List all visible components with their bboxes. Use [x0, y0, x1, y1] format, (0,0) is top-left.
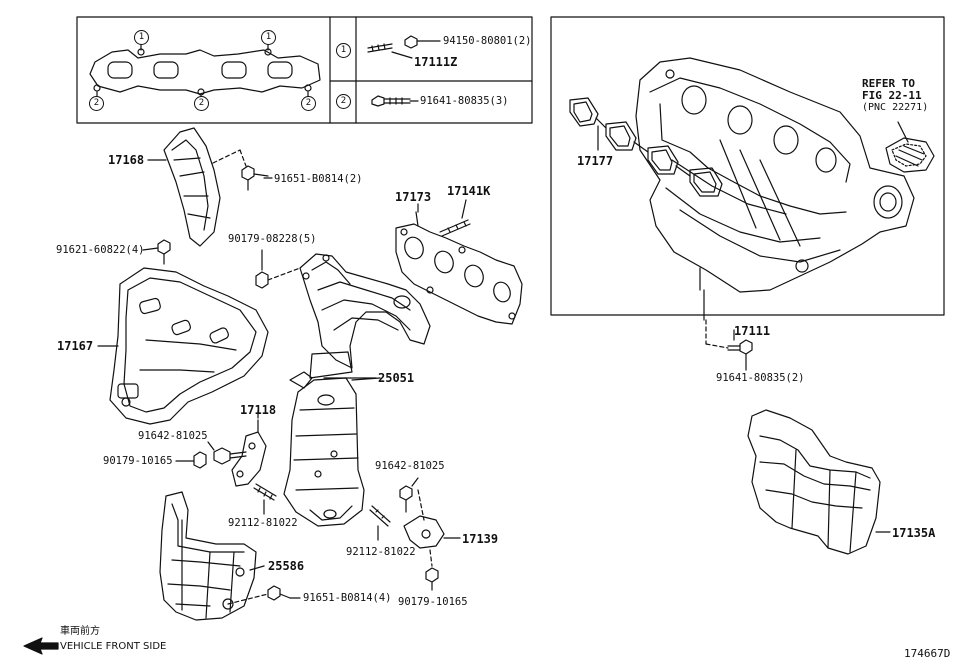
- leader-lines: [142, 125, 705, 567]
- heat-insulator-17167: [97, 267, 269, 425]
- exhaust-manifold-25051: [283, 253, 431, 527]
- label-91621-60822-4: 91621-60822(4): [56, 244, 145, 256]
- label-17141k: 17141K: [447, 184, 491, 198]
- legend-bolt-icons: [367, 35, 441, 107]
- stud-92112-81022-left: [253, 483, 277, 515]
- label-17177: 17177: [577, 154, 614, 168]
- intake-manifold-17111: [635, 57, 915, 293]
- heat-insulator-25586: [159, 491, 269, 621]
- label-91642-81025-right: 91642-81025: [375, 460, 445, 472]
- exhaust-gasket-17173: [395, 211, 523, 325]
- legend-key-1: 1: [336, 43, 351, 58]
- bracket-17118: [231, 419, 267, 487]
- gasket-callout-2-c: 2: [301, 96, 316, 111]
- label-17168: 17168: [108, 153, 145, 167]
- intake-manifold-box: [550, 16, 945, 316]
- gasket-legend-box: [76, 16, 533, 124]
- label-91642-81025-left: 91642-81025: [138, 430, 208, 442]
- legend-bolt-94150: 94150-80801(2): [443, 35, 532, 47]
- vehicle-front-jp: 車両前方: [60, 626, 100, 637]
- label-92112-81022-right: 92112-81022: [346, 546, 416, 558]
- label-92112-81022-left: 92112-81022: [228, 517, 298, 529]
- nut-90179-10165-left: [175, 451, 207, 469]
- label-17139: 17139: [462, 532, 499, 546]
- label-90179-08228-5: 90179-08228(5): [228, 233, 317, 245]
- label-91651-b0814-2: 91651-B0814(2): [274, 173, 363, 185]
- stud-92112-81022-right: [369, 505, 391, 541]
- label-17118: 17118: [240, 403, 277, 417]
- vehicle-front-en: VEHICLE FRONT SIDE: [60, 641, 167, 652]
- refer-to-line1: REFER TO: [862, 77, 915, 90]
- label-91651-b0814-4: 91651-B0814(4): [303, 592, 392, 604]
- refer-to-line3: (PNC 22271): [862, 102, 929, 113]
- bolt-91621-60822: [157, 239, 171, 265]
- gasket-callout-1-left: 1: [134, 30, 149, 45]
- exhaust-gasket-17173-thumbnail: [89, 41, 321, 99]
- heat-insulator-17168: [163, 127, 247, 247]
- bolt-91642-81025-left: [207, 441, 247, 465]
- legend-stud-17111z: 17111Z: [414, 55, 458, 69]
- gasket-callout-2-a: 2: [89, 96, 104, 111]
- bracket-17139: [403, 515, 461, 549]
- legend-key-2: 2: [336, 94, 351, 109]
- figure-id: 174667D: [904, 647, 951, 660]
- label-25051: 25051: [378, 371, 415, 385]
- vehicle-front-arrow-icon: [23, 637, 59, 655]
- label-91641-80835-2: 91641-80835(2): [716, 372, 805, 384]
- gasket-callout-1-right: 1: [261, 30, 276, 45]
- legend-bolt-91641: 91641-80835(3): [420, 95, 509, 107]
- nut-90179-10165-right: [425, 549, 439, 591]
- label-90179-10165-right: 90179-10165: [398, 596, 468, 608]
- heat-insulator-17135a: [747, 409, 891, 555]
- nut-90179-08228: [255, 249, 301, 289]
- gasket-callout-2-b: 2: [194, 96, 209, 111]
- label-90179-10165-left: 90179-10165: [103, 455, 173, 467]
- refer-to-line2: FIG 22-11: [862, 89, 922, 102]
- intake-gasket-17177: [569, 97, 723, 197]
- stud-17141k: [439, 199, 471, 237]
- bolt-91651-b0814-upper: [241, 165, 269, 191]
- label-17135a: 17135A: [892, 526, 936, 540]
- label-17111: 17111: [734, 324, 771, 338]
- bolt-91642-81025-right: [399, 477, 425, 521]
- refer-part-22271: [885, 121, 935, 173]
- label-17167: 17167: [57, 339, 94, 353]
- label-25586: 25586: [268, 559, 305, 573]
- bolt-91641-80835-manifold: [705, 319, 753, 371]
- bolt-91651-b0814-lower: [267, 585, 301, 601]
- label-17173: 17173: [395, 190, 432, 204]
